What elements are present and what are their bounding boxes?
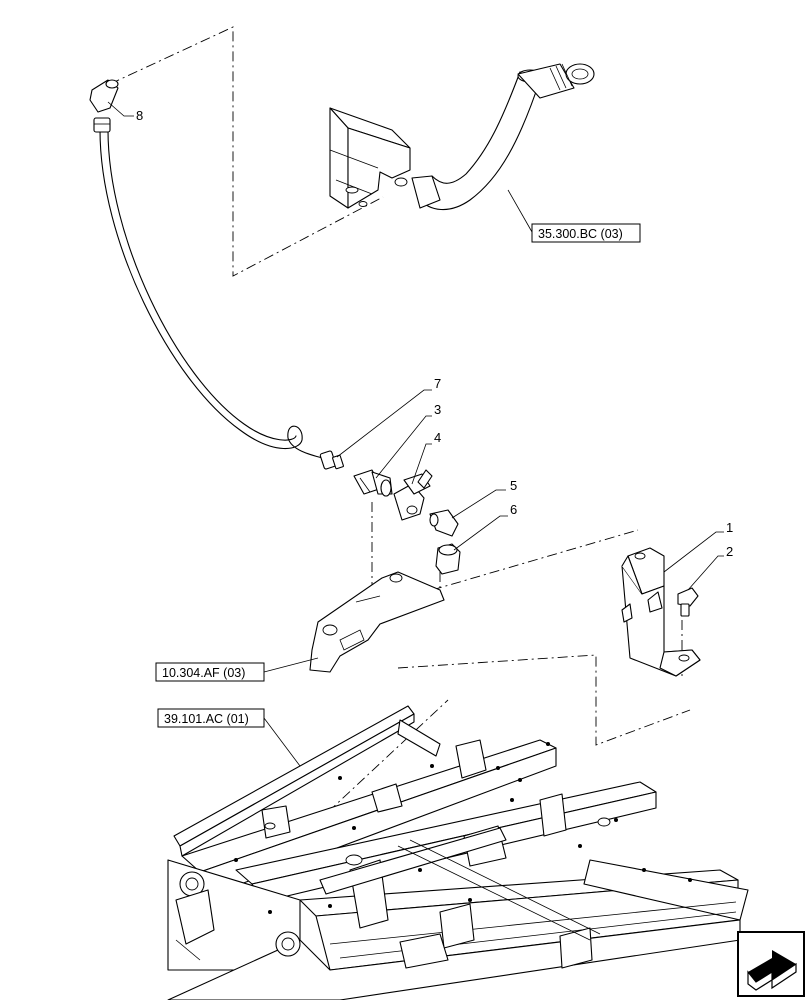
callout-7: 7 bbox=[434, 376, 441, 391]
callout-8: 8 bbox=[136, 108, 143, 123]
leader-lines bbox=[107, 101, 724, 767]
hydraulic-tube-assembly bbox=[329, 63, 595, 211]
reference-10-304-af[interactable]: 10.304.AF (03) bbox=[155, 662, 265, 682]
reference-39-101-ac[interactable]: 39.101.AC (01) bbox=[157, 708, 265, 728]
callout-numbers: 8 7 3 4 5 6 1 2 bbox=[136, 108, 733, 559]
next-page-arrow-icon[interactable] bbox=[737, 931, 805, 997]
reference-label: 39.101.AC (01) bbox=[164, 712, 249, 726]
reference-label: 10.304.AF (03) bbox=[162, 666, 245, 680]
callout-1: 1 bbox=[726, 520, 733, 535]
callout-6: 6 bbox=[510, 502, 517, 517]
hydraulic-hose bbox=[89, 79, 344, 470]
callout-5: 5 bbox=[510, 478, 517, 493]
valve-components bbox=[353, 469, 461, 575]
reference-label: 35.300.BC (03) bbox=[538, 227, 623, 241]
callout-2: 2 bbox=[726, 544, 733, 559]
callout-3: 3 bbox=[434, 402, 441, 417]
mounting-bracket-plate bbox=[309, 571, 445, 673]
machine-frame bbox=[167, 705, 749, 1000]
reference-35-300-bc[interactable]: 35.300.BC (03) bbox=[531, 223, 641, 243]
valve-bracket bbox=[621, 547, 701, 677]
callout-4: 4 bbox=[434, 430, 441, 445]
